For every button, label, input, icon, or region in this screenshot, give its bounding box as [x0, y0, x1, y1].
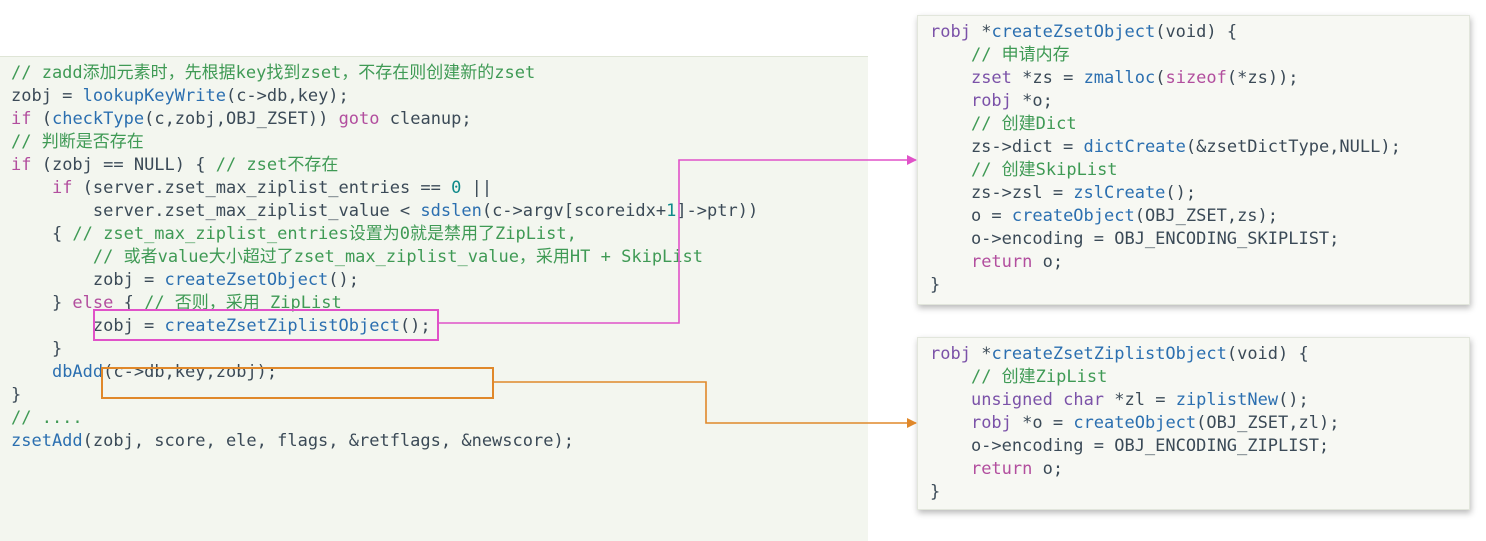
create-zset-ziplist-object-panel: robj *createZsetZiplistObject(void) { //…	[917, 337, 1470, 510]
create-zset-object-panel: robj *createZsetObject(void) { // 申请内存 z…	[917, 15, 1470, 305]
create-zset-object-code-line-2: // 申请内存	[970, 45, 1070, 65]
zadd-code-line-13: }	[11, 339, 63, 359]
zadd-code-line-10: zobj = createZsetObject();	[11, 270, 360, 290]
create-zset-object-code-line-1: robj *createZsetObject(void) {	[930, 22, 1238, 42]
zadd-code-line-3: if (checkType(c,zobj,OBJ_ZSET)) goto cle…	[11, 109, 472, 129]
zadd-code-line-2: zobj = lookupKeyWrite(c->db,key);	[11, 86, 349, 106]
create-zset-ziplist-object-code-line-7: }	[930, 482, 941, 502]
create-zset-ziplist-object-code-line-3: unsigned char *zl = ziplistNew();	[970, 390, 1309, 410]
create-zset-object-code-line-5: // 创建Dict	[970, 114, 1077, 134]
zadd-code-line-17: zsetAdd(zobj, score, ele, flags, &retfla…	[11, 431, 574, 451]
create-zset-ziplist-object-code-line-1: robj *createZsetZiplistObject(void) {	[930, 344, 1309, 364]
left-code-panel: // zadd添加元素时，先根据key找到zset，不存在则创建新的zset zo…	[0, 56, 868, 541]
create-zset-ziplist-object-code-line-5: o->encoding = OBJ_ENCODING_ZIPLIST;	[930, 436, 1330, 456]
zadd-code-line-9: // 或者value大小超过了zset_max_ziplist_value，采用…	[92, 247, 703, 267]
create-zset-object-code-line-3: zset *zs = zmalloc(sizeof(*zs));	[970, 68, 1299, 88]
zadd-code-line-16: // ....	[11, 408, 83, 428]
create-zset-ziplist-object-code-line-4: robj *o = createObject(OBJ_ZSET,zl);	[970, 413, 1340, 433]
create-zset-object-code-line-11: return o;	[970, 252, 1064, 272]
zadd-code-line-11: } else { // 否则，采用 ZipList	[11, 293, 342, 313]
create-zset-object-code-line-12: }	[930, 275, 941, 295]
zadd-code-line-7: server.zset_max_ziplist_value < sdslen(c…	[11, 201, 759, 221]
create-zset-object-code-line-7: // 创建SkipList	[970, 160, 1118, 180]
zadd-code-line-5: if (zobj == NULL) { // zset不存在	[11, 155, 339, 175]
create-zset-ziplist-object-code-line-6: return o;	[970, 459, 1064, 479]
zadd-code-line-6: if (server.zset_max_ziplist_entries == 0…	[51, 178, 493, 198]
create-zset-object-code-line-4: robj *o;	[970, 91, 1053, 111]
arrow-to-create-zset-ziplist-object	[494, 381, 917, 428]
zadd-code-line-12: zobj = createZsetZiplistObject();	[11, 316, 431, 336]
zadd-code-line-15: }	[11, 385, 22, 405]
zadd-code-line-4: // 判断是否存在	[11, 132, 144, 152]
create-zset-object-code-line-6: zs->dict = dictCreate(&zsetDictType,NULL…	[930, 137, 1401, 157]
create-zset-object-code-line-8: zs->zsl = zslCreate();	[930, 183, 1197, 203]
create-zset-object-code-line-9: o = createObject(OBJ_ZSET,zs);	[930, 206, 1279, 226]
zadd-code-line-1: // zadd添加元素时，先根据key找到zset，不存在则创建新的zset	[11, 63, 536, 83]
arrow-to-create-zset-object	[439, 155, 917, 324]
zadd-code-line-8: { // zset_max_ziplist_entries设置为0就是禁用了Zi…	[11, 224, 577, 244]
create-zset-object-code-line-10: o->encoding = OBJ_ENCODING_SKIPLIST;	[930, 229, 1340, 249]
create-zset-ziplist-object-code-line-2: // 创建ZipList	[970, 367, 1108, 387]
